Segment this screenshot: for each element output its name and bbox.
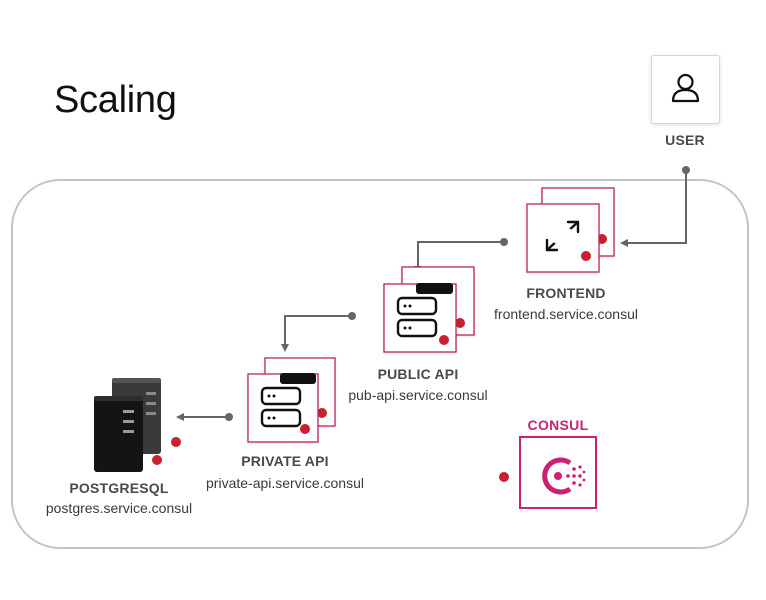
health-dot bbox=[152, 455, 162, 465]
frontend-address: frontend.service.consul bbox=[494, 306, 638, 322]
user-node[interactable] bbox=[651, 55, 720, 124]
private-api-address: private-api.service.consul bbox=[206, 475, 364, 491]
health-dot bbox=[499, 472, 509, 482]
private-api-label: PRIVATE API bbox=[241, 453, 329, 469]
user-label: USER bbox=[665, 132, 705, 148]
server-stack-icon bbox=[260, 386, 302, 428]
connector-dot bbox=[225, 413, 233, 421]
consul-logo-icon bbox=[542, 457, 586, 495]
frontend-label: FRONTEND bbox=[526, 285, 606, 301]
postgresql-service[interactable] bbox=[94, 378, 181, 472]
database-server-icon bbox=[94, 396, 143, 472]
postgresql-address: postgres.service.consul bbox=[45, 500, 193, 516]
connector-public-api-to-private-api bbox=[281, 315, 352, 352]
server-stack-icon bbox=[396, 296, 438, 338]
connector-dot bbox=[348, 312, 356, 320]
public-api-back-icon-peek bbox=[416, 283, 453, 294]
health-dot bbox=[439, 335, 449, 345]
public-api-label: PUBLIC API bbox=[377, 366, 459, 382]
postgresql-label: POSTGRESQL bbox=[69, 480, 169, 496]
public-api-address: pub-api.service.consul bbox=[348, 387, 488, 403]
health-dot bbox=[300, 424, 310, 434]
connector-dot bbox=[500, 238, 508, 246]
public-api-service[interactable] bbox=[383, 266, 475, 353]
health-dot bbox=[317, 408, 327, 418]
page-title: Scaling bbox=[54, 79, 177, 121]
health-dot bbox=[171, 437, 181, 447]
user-icon bbox=[671, 73, 700, 103]
consul-node[interactable] bbox=[499, 436, 597, 509]
connector-dot bbox=[682, 166, 690, 174]
expand-arrows-icon bbox=[545, 220, 580, 252]
connector-frontend-to-public-api bbox=[414, 241, 504, 274]
frontend-service[interactable] bbox=[526, 187, 615, 273]
private-api-service[interactable] bbox=[247, 357, 336, 443]
health-dot bbox=[581, 251, 591, 261]
service-mesh-boundary bbox=[11, 179, 749, 549]
private-api-back-icon-peek bbox=[280, 373, 316, 384]
health-dot bbox=[455, 318, 465, 328]
consul-label: CONSUL bbox=[527, 417, 589, 433]
connector-user-to-frontend bbox=[620, 170, 687, 247]
